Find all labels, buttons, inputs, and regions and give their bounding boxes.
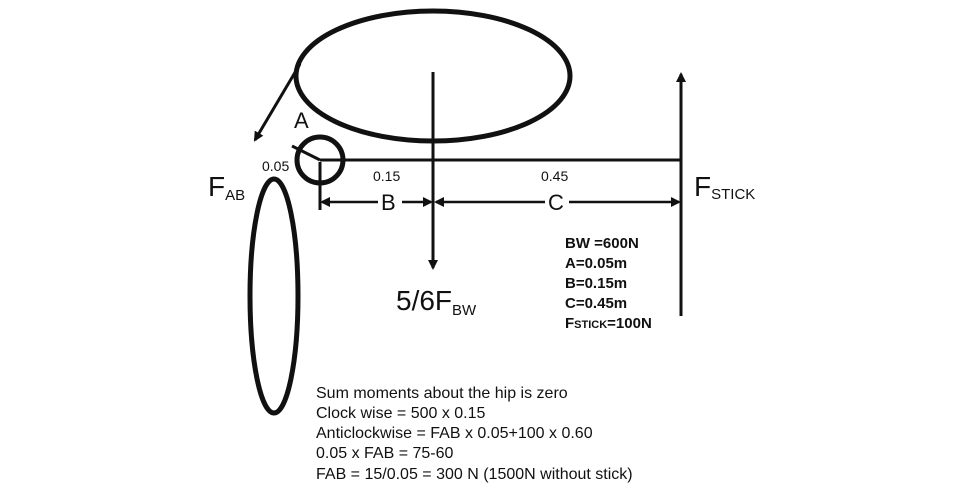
leg-ellipse — [247, 176, 301, 416]
given-a: A=0.05m — [565, 255, 627, 272]
label-f-stick: FSTICK — [694, 171, 755, 203]
calc-line: Sum moments about the hip is zero — [316, 385, 568, 402]
label-f-bw: 5/6FBW — [396, 285, 477, 319]
calc-line: FAB = 15/0.05 = 300 N (1500N without sti… — [316, 466, 633, 483]
label-dist-c: 0.45 — [541, 168, 568, 184]
label-point-a: A — [294, 108, 309, 133]
given-c: C=0.45m — [565, 295, 627, 312]
label-dim-b: B — [381, 190, 396, 215]
given-bw: BW =600N — [565, 235, 639, 252]
label-dist-b: 0.15 — [373, 168, 400, 184]
calc-line: 0.05 x FAB = 75-60 — [316, 445, 454, 462]
calculation-block: Sum moments about the hip is zero Clock … — [316, 385, 633, 483]
given-b: B=0.15m — [565, 275, 627, 292]
calc-line: Clock wise = 500 x 0.15 — [316, 405, 486, 422]
given-fstick: FSTICK=100N — [565, 315, 652, 332]
label-f-ab: FAB — [208, 171, 245, 204]
f-ab-arrow — [253, 63, 302, 142]
given-values: BW =600N A=0.05m B=0.15m C=0.45m FSTICK=… — [565, 235, 652, 332]
lever-arm-a — [291, 144, 321, 162]
label-dim-c: C — [548, 190, 564, 215]
label-dist-a: 0.05 — [262, 158, 289, 174]
calc-line: Anticlockwise = FAB x 0.05+100 x 0.60 — [316, 425, 593, 442]
